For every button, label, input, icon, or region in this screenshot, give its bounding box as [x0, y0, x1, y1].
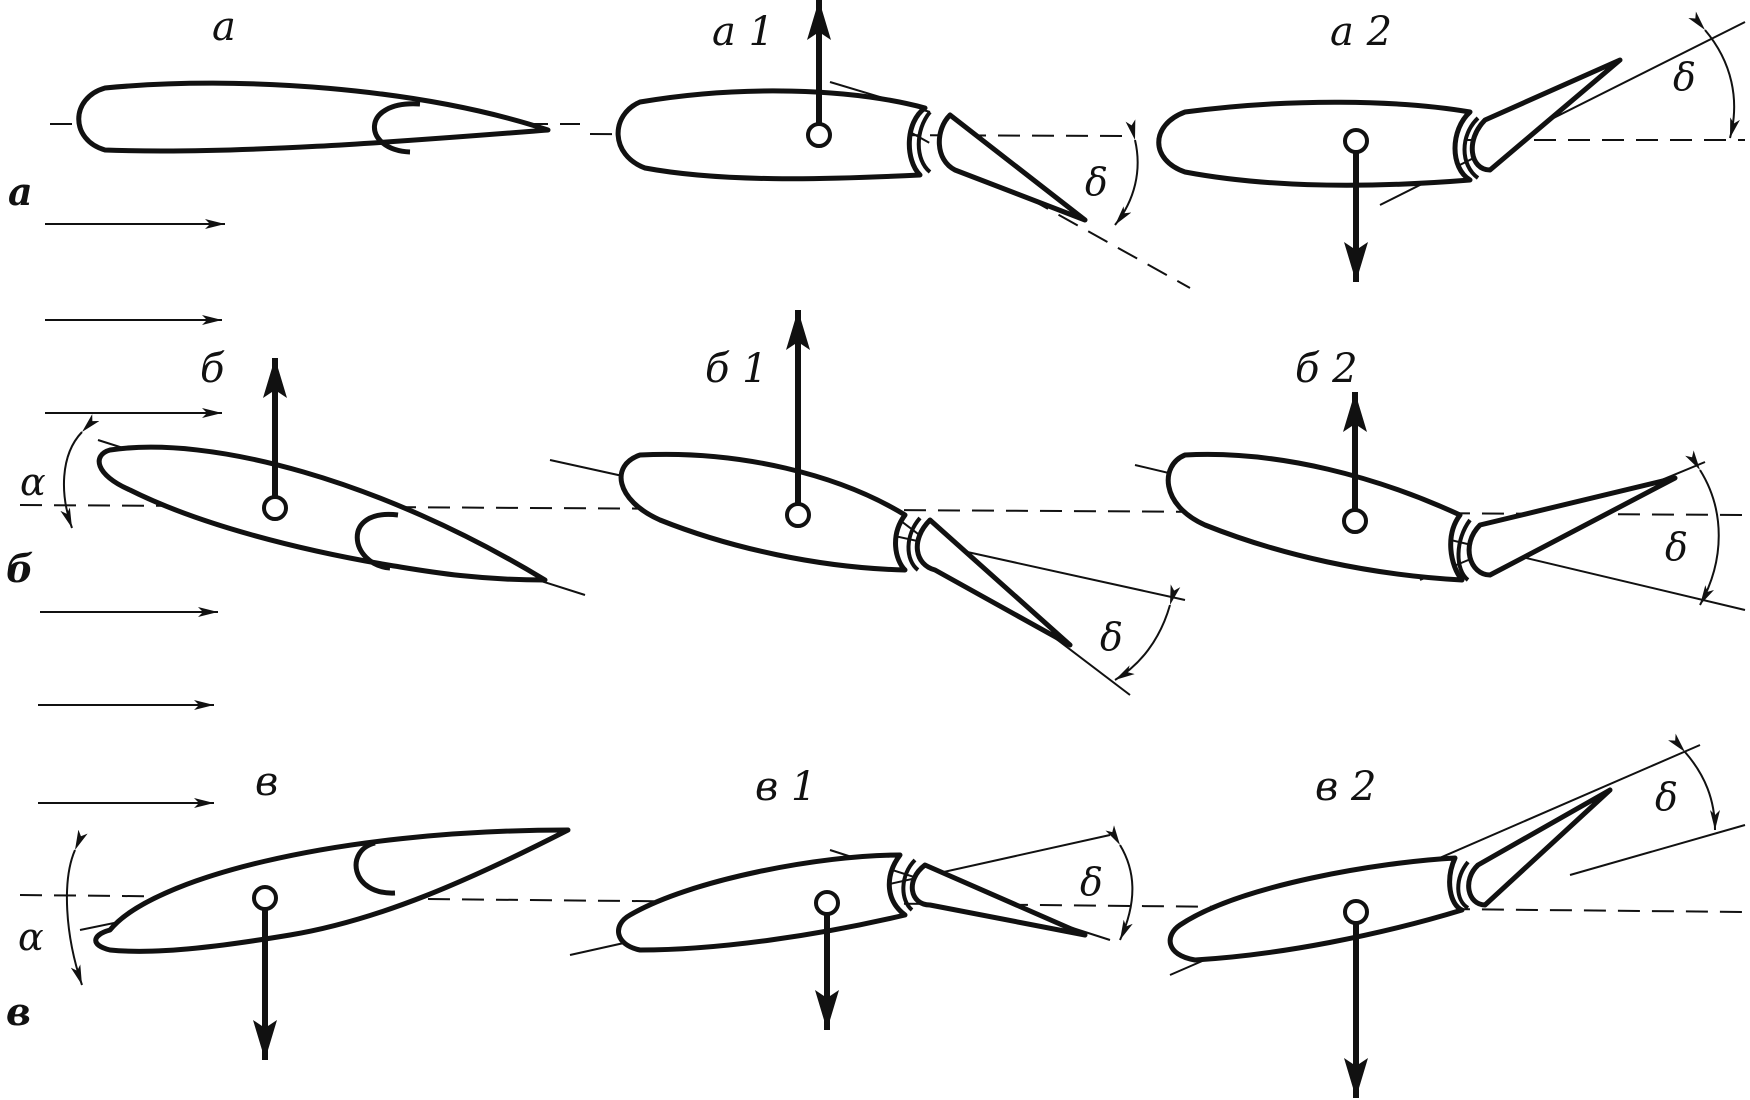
label-a: а	[212, 4, 236, 50]
pivot-a1	[806, 122, 832, 148]
label-a2: а 2	[1330, 9, 1392, 55]
alpha-label-b: α	[20, 460, 46, 504]
row-label-v: в	[6, 989, 31, 1034]
alpha-label-v: α	[18, 915, 44, 959]
pivot-b1	[785, 502, 811, 528]
label-b2: б 2	[1295, 346, 1358, 392]
pivot-b	[262, 495, 288, 521]
pivot-v2	[1343, 899, 1369, 925]
pivot-b2	[1342, 508, 1368, 534]
profile-a1: а 1 δ	[589, 0, 1191, 289]
delta-label-b1: δ	[1100, 615, 1123, 659]
pivot-v	[252, 885, 278, 911]
label-v2: в 2	[1315, 764, 1376, 810]
delta-label-v2: δ	[1655, 775, 1678, 819]
profile-v1: в 1 δ	[569, 764, 1134, 1030]
delta-label-a1: δ	[1085, 160, 1108, 204]
delta-label-v1: δ	[1080, 860, 1103, 904]
profile-b1: б 1 δ	[549, 310, 1186, 696]
delta-label-a2: δ	[1673, 55, 1696, 99]
row-label-a: а	[8, 169, 33, 214]
flow-arrows	[38, 219, 225, 808]
label-v1: в 1	[755, 764, 816, 810]
row-label-b: б	[6, 546, 33, 591]
pivot-a2	[1343, 128, 1369, 154]
profile-a2: а 2 δ	[1156, 9, 1746, 282]
label-b1: б 1	[705, 346, 768, 392]
profile-a: а	[50, 4, 580, 155]
pivot-v1	[814, 890, 840, 916]
profile-v: α в	[18, 759, 1746, 1060]
profile-v2: в 2 δ	[1167, 733, 1746, 1098]
label-b: б	[200, 346, 225, 392]
profile-b2: б 2 δ	[1134, 346, 1746, 611]
label-a1: а 1	[712, 9, 774, 55]
label-v: в	[255, 759, 278, 805]
delta-label-b2: δ	[1665, 525, 1688, 569]
